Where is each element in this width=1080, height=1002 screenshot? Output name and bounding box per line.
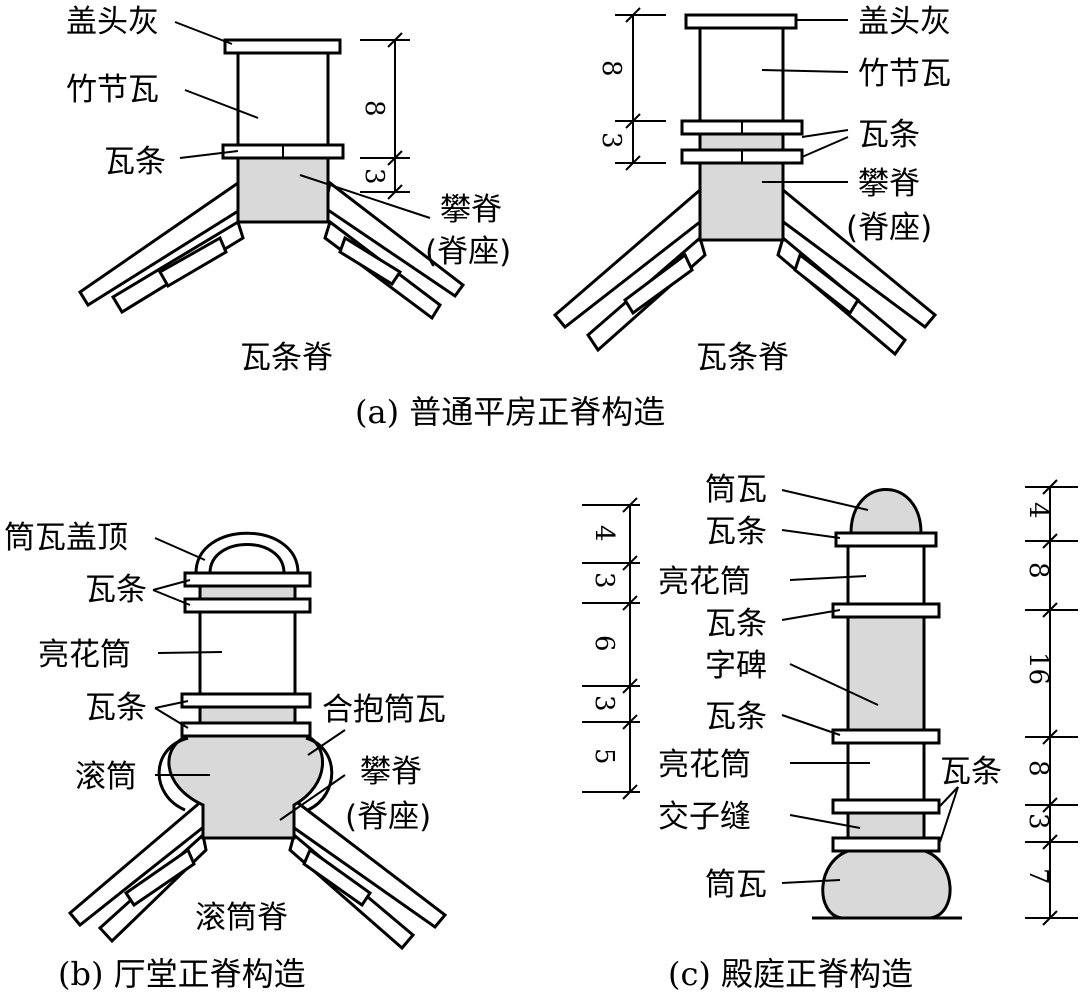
label-bamboo-tile: 竹节瓦 [66, 72, 159, 108]
panel-a-left: 8 3 盖头灰 竹节瓦 瓦条 攀脊 (脊座) 瓦条脊 [66, 4, 511, 376]
label-tile-strip: 瓦条 [858, 117, 920, 153]
tile-strip [831, 798, 941, 815]
label-ridge-seat-alt: (脊座) [846, 210, 932, 246]
label-ridge-seat: 攀脊 [440, 192, 502, 228]
ridge-seat [698, 161, 785, 242]
caption-a: (a) 普通平房正脊构造 [355, 393, 665, 431]
tile-strip [180, 692, 312, 709]
dimension-lines [360, 32, 410, 200]
embracing-tile-right [305, 736, 334, 812]
cap-mortar [684, 13, 798, 30]
label-cover-tube-tile: 筒瓦盖顶 [4, 520, 128, 556]
dimension-lines [615, 7, 666, 171]
dim-left-5: 5 [589, 748, 619, 765]
dim-8: 8 [359, 100, 389, 117]
dimension-lines-right [1025, 479, 1078, 926]
label-tile-strip-4: 瓦条 [940, 754, 1002, 790]
label-rolled-tile: 滚筒 [75, 759, 137, 795]
dim-left-3b: 3 [589, 695, 619, 712]
strip-gap [198, 705, 297, 725]
panel-a-right: 8 3 盖头灰 竹节瓦 瓦条 攀脊 (脊座) 瓦条脊 [552, 4, 951, 376]
label-lantern-tube-2: 亮花筒 [658, 747, 751, 783]
caption-b: (b) 厅堂正脊构造 [58, 955, 306, 993]
dim-right-8b: 8 [1023, 760, 1053, 777]
dim-left-3: 3 [589, 572, 619, 589]
label-ridge-seat: 攀脊 [858, 166, 920, 202]
label-cap-mortar: 盖头灰 [858, 4, 951, 40]
panel-b: 筒瓦盖顶 瓦条 亮花筒 瓦条 合抱筒瓦 滚筒 攀脊 (脊座) 滚筒脊 [4, 520, 448, 951]
top-tube-tile [849, 488, 923, 535]
dim-right-4: 4 [1023, 502, 1053, 519]
ridge-name: 瓦条脊 [240, 340, 333, 376]
tile-strip-top [183, 571, 312, 588]
roof-slopes [67, 797, 448, 951]
tile-strip [180, 721, 312, 738]
ridge-name: 滚筒脊 [195, 900, 288, 936]
strip-gap [698, 132, 785, 152]
tile-strip [831, 602, 941, 619]
lantern-tube-upper [846, 544, 926, 606]
label-tube-tile-top: 筒瓦 [705, 472, 767, 508]
dim-left-6: 6 [589, 635, 619, 652]
bamboo-tile [698, 26, 785, 123]
dim-right-8: 8 [1023, 562, 1053, 579]
dim-right-7: 7 [1023, 868, 1053, 885]
caption-c: (c) 殿庭正脊构造 [668, 955, 913, 993]
label-ridge-seat: 攀脊 [360, 754, 422, 790]
cap-mortar [223, 38, 342, 55]
embracing-tile-left [157, 736, 189, 812]
dim-right-3: 3 [1023, 813, 1053, 830]
tile-strip [831, 836, 941, 853]
label-tile-strip: 瓦条 [85, 690, 147, 726]
bamboo-tile [236, 51, 330, 147]
dimension-lines-left [582, 497, 640, 800]
tile-strip-top [183, 597, 312, 614]
tile-strip [831, 728, 941, 745]
label-tile-strip: 瓦条 [104, 144, 166, 180]
cover-tube-tile [194, 531, 300, 575]
dim-3: 3 [359, 168, 389, 185]
label-ridge-seat-alt: (脊座) [345, 799, 431, 835]
tile-strip [834, 531, 938, 548]
label-lantern-tube: 亮花筒 [38, 637, 131, 673]
label-tile-strip-1: 瓦条 [705, 514, 767, 550]
label-tube-tile-bottom: 筒瓦 [705, 867, 767, 903]
roof-slope-right [552, 187, 938, 357]
character-tablet [846, 615, 926, 732]
roof-slope-left [77, 180, 466, 321]
dim-8: 8 [596, 60, 626, 77]
panel-c: 4 3 6 3 5 4 8 16 8 3 7 [582, 472, 1078, 926]
label-tile-strip-2: 瓦条 [705, 606, 767, 642]
label-lantern-tube-1: 亮花筒 [658, 564, 751, 600]
label-cross-joint: 交子缝 [658, 799, 751, 835]
dim-right-16: 16 [1023, 652, 1053, 685]
label-cap-mortar: 盖头灰 [66, 4, 159, 40]
label-tile-strip-3: 瓦条 [705, 699, 767, 735]
label-tile-strip: 瓦条 [85, 572, 147, 608]
label-ridge-seat-alt: (脊座) [425, 234, 511, 270]
bottom-tube-tile [821, 848, 952, 920]
cross-joint [846, 811, 926, 840]
label-embracing-tile: 合抱筒瓦 [322, 692, 446, 728]
label-bamboo-tile: 竹节瓦 [858, 56, 951, 92]
ridge-name: 瓦条脊 [696, 340, 789, 376]
ridge-seat [236, 156, 330, 224]
dim-left-4: 4 [589, 525, 619, 542]
label-character-tablet: 字碑 [705, 648, 767, 684]
lantern-tube-lower [846, 741, 926, 802]
dim-3: 3 [596, 132, 626, 149]
